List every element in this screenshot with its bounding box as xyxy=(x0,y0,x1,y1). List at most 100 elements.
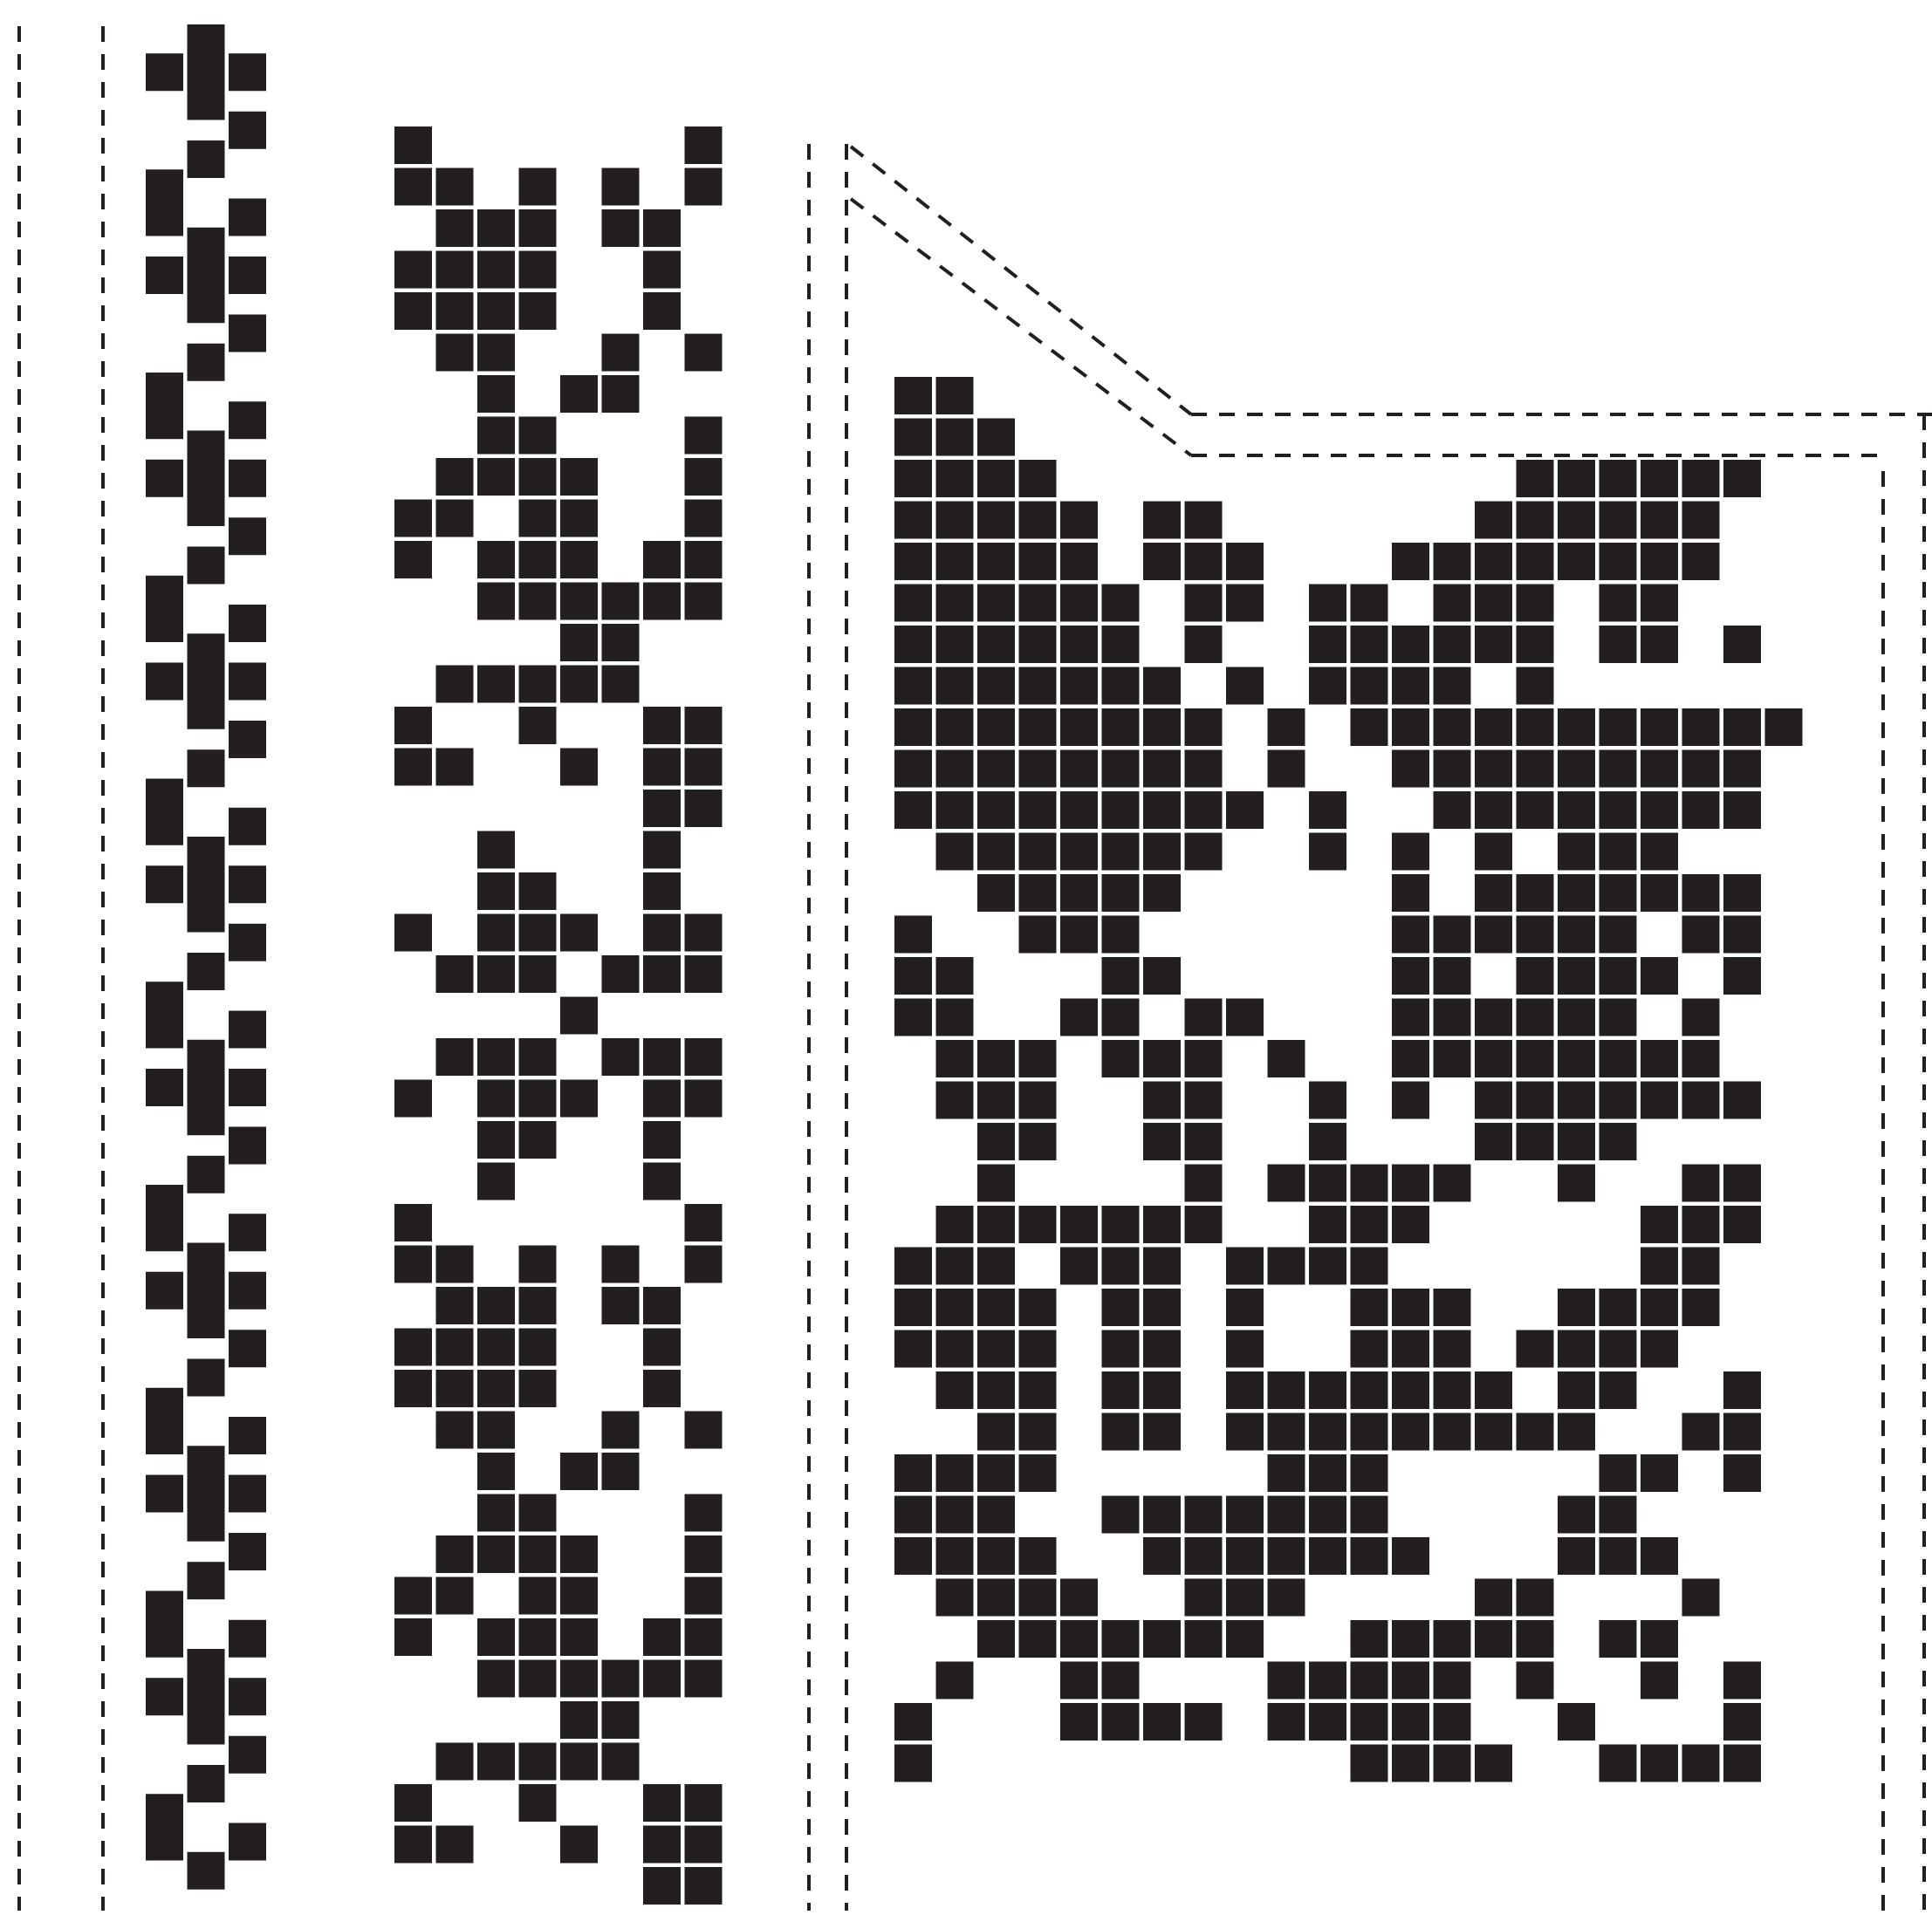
left-panel-cell xyxy=(394,914,432,952)
right-panel-cell xyxy=(1600,750,1637,788)
border-strip-cell xyxy=(146,663,183,701)
right-panel-cell xyxy=(1226,1413,1264,1451)
left-panel-cell xyxy=(519,1370,557,1407)
border-strip-cell xyxy=(229,401,266,439)
right-panel-cell xyxy=(1309,1371,1346,1409)
right-panel-cell xyxy=(1434,1620,1471,1658)
right-panel-cell xyxy=(936,1537,974,1575)
right-panel-cell xyxy=(1185,1123,1223,1160)
left-panel-cell xyxy=(643,914,681,952)
right-panel-cell xyxy=(1351,1745,1388,1782)
right-panel-cell xyxy=(1226,1579,1264,1617)
right-panel-cell xyxy=(1143,1206,1181,1243)
right-panel-cell xyxy=(1102,916,1140,954)
right-panel-cell xyxy=(1392,1165,1429,1202)
right-panel-cell xyxy=(1102,1703,1140,1741)
right-panel-cell xyxy=(1600,999,1637,1036)
left-panel-cell xyxy=(602,1660,640,1698)
right-panel-cell xyxy=(1268,1496,1305,1534)
right-panel-cell xyxy=(1517,1662,1554,1700)
right-panel-cell xyxy=(1143,1371,1181,1409)
right-panel-cell xyxy=(1185,1165,1223,1202)
right-panel-cell xyxy=(977,1413,1015,1451)
right-panel-cell xyxy=(1600,1330,1637,1368)
left-panel-cell xyxy=(394,707,432,744)
left-panel-cell xyxy=(560,1618,598,1656)
right-panel-cell xyxy=(1600,957,1637,995)
right-panel-cell xyxy=(1600,585,1637,622)
right-panel-cell xyxy=(1600,1496,1637,1534)
right-panel-cell xyxy=(1102,791,1140,829)
left-panel-cell xyxy=(685,1080,723,1118)
right-panel-cell xyxy=(1143,1703,1181,1741)
right-panel-cell xyxy=(1600,626,1637,663)
right-panel-cell xyxy=(977,1330,1015,1368)
left-panel-cell xyxy=(477,251,515,289)
border-strip-cell xyxy=(188,489,225,526)
left-panel-cell xyxy=(436,1743,474,1781)
left-panel-cell xyxy=(685,955,723,993)
right-panel-cell xyxy=(894,502,932,539)
right-panel-cell xyxy=(1641,957,1678,995)
left-panel-cell xyxy=(685,1660,723,1698)
border-strip-cell xyxy=(146,401,183,439)
right-panel-cell xyxy=(936,1040,974,1077)
right-panel-cell xyxy=(977,1289,1015,1326)
right-panel-cell xyxy=(1392,1082,1429,1119)
right-panel-cell xyxy=(1226,1330,1264,1368)
right-panel-cell xyxy=(1351,1703,1388,1741)
right-panel-cell xyxy=(1019,1413,1057,1451)
right-panel-cell xyxy=(1019,585,1057,622)
left-panel-cell xyxy=(560,500,598,537)
right-panel-cell xyxy=(1019,1123,1057,1160)
right-panel-cell xyxy=(1600,1537,1637,1575)
border-strip-cell xyxy=(146,1272,183,1310)
right-panel-cell xyxy=(1019,626,1057,663)
border-strip-cell xyxy=(229,1417,266,1454)
right-panel-cell xyxy=(1309,1206,1346,1243)
border-strip-cell xyxy=(146,605,183,642)
left-panel-cell xyxy=(477,1494,515,1532)
right-panel-cell xyxy=(1143,791,1181,829)
right-panel-cell xyxy=(1185,750,1223,788)
right-panel-cell xyxy=(1558,1123,1595,1160)
right-panel-cell xyxy=(1185,502,1223,539)
left-panel-cell xyxy=(643,955,681,993)
right-panel-cell xyxy=(1226,791,1264,829)
right-panel-cell xyxy=(1309,1165,1346,1202)
right-panel-cell xyxy=(1309,1123,1346,1160)
right-panel-cell xyxy=(1682,791,1720,829)
right-panel-cell xyxy=(977,708,1015,746)
right-panel-cell xyxy=(1682,460,1720,497)
right-panel-cell xyxy=(1600,708,1637,746)
right-panel-cell xyxy=(1475,833,1512,871)
left-panel-cell xyxy=(560,914,598,952)
left-panel-cell xyxy=(602,334,640,372)
right-panel-cell xyxy=(894,708,932,746)
right-panel-cell xyxy=(1558,460,1595,497)
left-panel-cell xyxy=(394,1618,432,1656)
left-panel-cell xyxy=(560,541,598,578)
shoulder-outer-guide-line xyxy=(851,147,1191,414)
left-panel-cell xyxy=(436,1826,474,1864)
right-panel-cell xyxy=(1600,833,1637,871)
right-panel-cell xyxy=(977,1206,1015,1243)
left-panel-cell xyxy=(394,541,432,578)
right-panel-cell xyxy=(1558,1082,1595,1119)
right-panel-cell xyxy=(1600,460,1637,497)
right-panel-cell xyxy=(936,1662,974,1700)
left-panel-cell xyxy=(477,417,515,455)
right-panel-cell xyxy=(1517,667,1554,705)
right-panel-cell xyxy=(1019,1082,1057,1119)
right-panel-cell xyxy=(936,1330,974,1368)
left-panel-cell xyxy=(394,1204,432,1241)
right-panel-cell xyxy=(1434,543,1471,580)
left-panel-cell xyxy=(477,1660,515,1698)
right-panel-cell xyxy=(894,585,932,622)
left-panel-cell xyxy=(643,541,681,578)
left-panel-cell xyxy=(519,1121,557,1159)
right-panel-cell xyxy=(1185,999,1223,1036)
right-panel-cell xyxy=(1185,833,1223,871)
right-panel-cell xyxy=(1682,1040,1720,1077)
right-panel-cell xyxy=(1060,1620,1098,1658)
